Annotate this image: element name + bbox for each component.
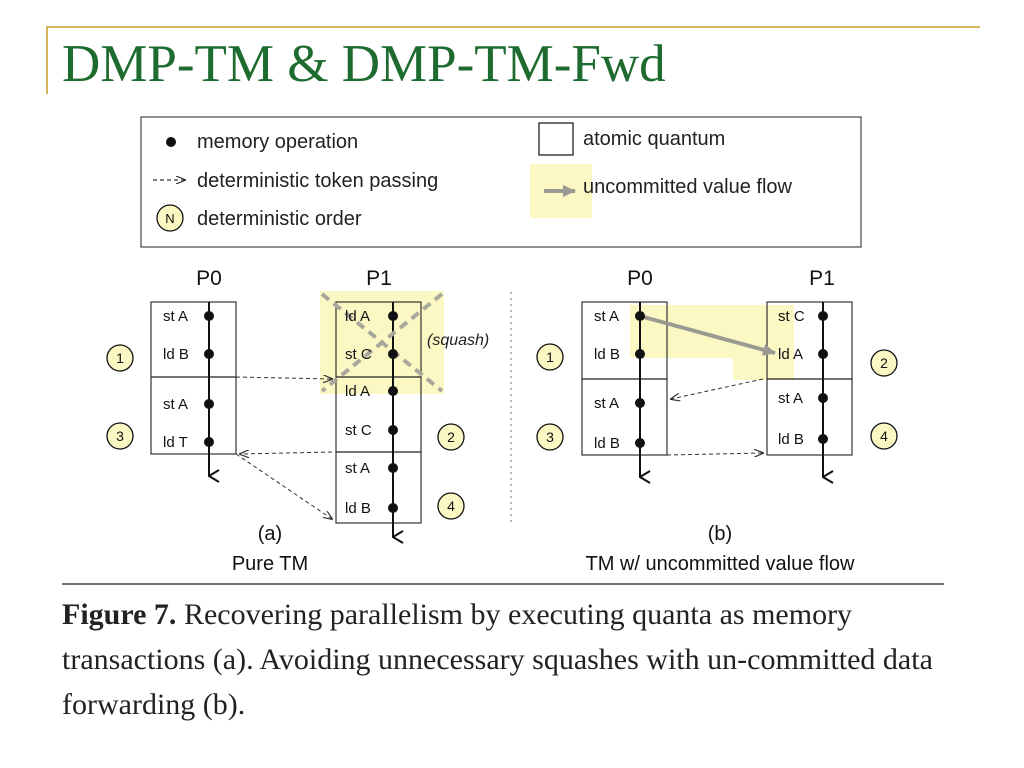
legend: memory operation deterministic token pas… (140, 116, 862, 248)
memory-op-label: st C (778, 308, 805, 325)
figure-caption: Figure 7. Recovering parallelism by exec… (62, 592, 952, 727)
token-arrow (240, 452, 333, 454)
memory-op-dot (388, 503, 398, 513)
squash-cross-line (320, 292, 444, 393)
panel-a: P0 P1 (squash) st A ld B st A ld T ld A st C… (106, 267, 489, 575)
panel-a-p1-label: P1 (366, 267, 392, 290)
token-arrow (235, 377, 332, 379)
legend-token-passing: deterministic token passing (197, 170, 438, 192)
token-arrow (671, 378, 764, 399)
panel-b-p1-quantum (766, 378, 853, 456)
memory-operation-dot-icon (166, 137, 176, 147)
memory-op-label: st C (345, 346, 372, 363)
panel-a-letter: (a) (258, 523, 282, 545)
memory-op-dot (818, 393, 828, 403)
panel-b-sublabel: TM w/ uncommitted value flow (586, 553, 856, 575)
panel-b-p0-quantum (581, 378, 668, 456)
memory-op-dot (818, 434, 828, 444)
atomic-quantum-box-icon (538, 122, 574, 156)
memory-op-label: st A (594, 395, 619, 412)
memory-op-label: ld B (778, 431, 804, 448)
memory-op-label: st C (345, 422, 372, 439)
memory-op-label: ld B (594, 346, 620, 363)
memory-op-label: ld T (163, 434, 188, 451)
order-circle (536, 343, 564, 371)
memory-op-label: st A (778, 390, 803, 407)
memory-op-label: ld A (345, 308, 370, 325)
panel-a-sublabel: Pure TM (232, 553, 308, 575)
memory-op-label: ld B (594, 435, 620, 452)
memory-op-dot (818, 349, 828, 359)
legend-deterministic-order: deterministic order (197, 208, 362, 230)
memory-op-label: ld A (345, 383, 370, 400)
legend-frame (140, 116, 862, 248)
memory-op-label: ld B (163, 346, 189, 363)
order-number: 2 (447, 429, 455, 445)
legend-memory-operation: memory operation (197, 131, 358, 153)
order-circle (870, 349, 898, 377)
memory-op-dot (204, 349, 214, 359)
memory-op-dot (635, 438, 645, 448)
order-number: 4 (447, 498, 455, 514)
legend-uncommitted-flow: uncommitted value flow (583, 176, 793, 198)
panel-b-letter: (b) (708, 523, 732, 545)
order-circle-icon (156, 204, 184, 232)
panel-a-p1-quantum (335, 451, 422, 524)
memory-op-dot (388, 463, 398, 473)
flow-highlight (630, 305, 794, 380)
memory-op-dot (388, 349, 398, 359)
memory-op-label: ld B (345, 500, 371, 517)
slide-border-top (46, 26, 980, 28)
memory-op-dot (635, 398, 645, 408)
memory-op-dot (635, 311, 645, 321)
token-arrow (235, 453, 332, 519)
memory-op-dot (388, 386, 398, 396)
order-number: 3 (546, 429, 554, 445)
order-circle (437, 423, 465, 451)
slide-title: DMP-TM & DMP-TM-Fwd (62, 35, 666, 93)
panel-b-p1-label: P1 (809, 267, 835, 290)
memory-op-dot (388, 425, 398, 435)
slide-border-left (46, 26, 48, 94)
order-number: 4 (880, 428, 888, 444)
memory-op-label: st A (594, 308, 619, 325)
legend-atomic-quantum: atomic quantum (583, 128, 725, 150)
order-circle (870, 422, 898, 450)
panel-a-p0-quantum (150, 376, 237, 455)
caption-label: Figure 7. (62, 598, 177, 631)
order-circle (106, 422, 134, 450)
memory-op-label: ld A (778, 346, 803, 363)
memory-op-label: st A (163, 308, 188, 325)
memory-op-dot (818, 311, 828, 321)
memory-op-dot (388, 311, 398, 321)
order-circle (106, 344, 134, 372)
order-circle (536, 423, 564, 451)
token-arrow (666, 453, 763, 455)
order-number: 1 (116, 350, 124, 366)
order-number: 1 (546, 349, 554, 365)
memory-op-dot (635, 349, 645, 359)
memory-op-dot (204, 437, 214, 447)
memory-op-dot (204, 311, 214, 321)
memory-op-dot (204, 399, 214, 409)
squash-label: (squash) (427, 332, 489, 349)
uncommitted-flow-arrow (639, 314, 776, 356)
panel-a-p0-label: P0 (196, 267, 222, 290)
panel-b: P0 P1 st Ald Bst Ald B st Cld Ast Ald B … (536, 267, 898, 575)
panel-b-p0-label: P0 (627, 267, 653, 290)
caption-text: Recovering parallelism by executing quan… (62, 598, 933, 721)
legend-order-symbol: N (165, 211, 174, 226)
memory-op-label: st A (163, 396, 188, 413)
order-number: 2 (880, 355, 888, 371)
order-number: 3 (116, 428, 124, 444)
memory-op-label: st A (345, 460, 370, 477)
order-circle (437, 492, 465, 520)
